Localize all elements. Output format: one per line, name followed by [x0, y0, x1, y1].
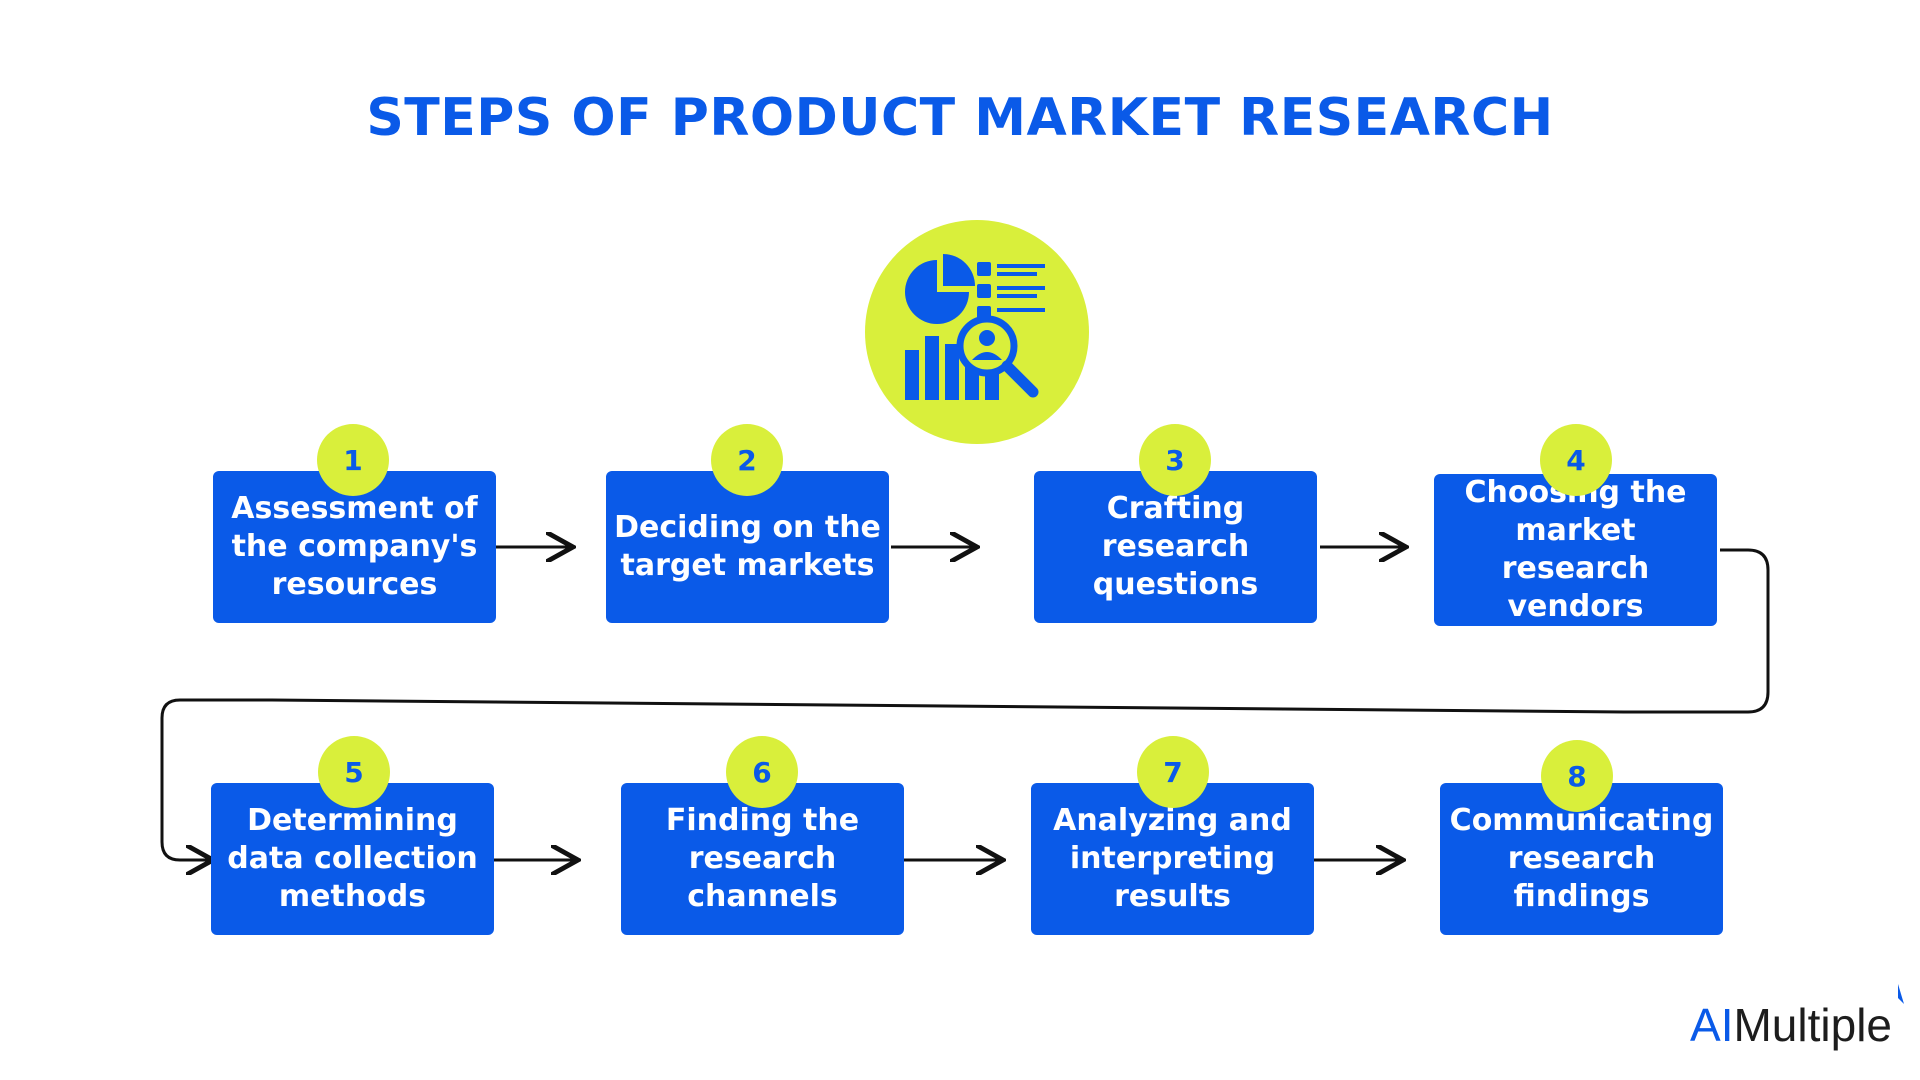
step-7-box: Analyzing and interpreting results [1031, 783, 1314, 935]
step-3-box: Crafting research questions [1034, 471, 1317, 623]
step-2-label: Deciding on the target markets [614, 510, 881, 583]
step-6-badge: 6 [726, 736, 798, 808]
step-5-badge: 5 [318, 736, 390, 808]
logo-suffix: Multiple [1733, 999, 1892, 1051]
step-2-badge: 2 [711, 424, 783, 496]
step-3-badge: 3 [1139, 424, 1211, 496]
step-5-box: Determining data collection methods [211, 783, 494, 935]
arrow-4-5 [160, 548, 1770, 860]
step-8-badge: 8 [1541, 740, 1613, 812]
step-6-label: Finding the research channels [665, 803, 860, 914]
step-4-badge: 4 [1540, 424, 1612, 496]
step-1-box: Assessment of the company's resources [213, 471, 496, 623]
step-4-label: Choosing the market research vendors [1464, 475, 1687, 624]
step-8-label: Communicating research findings [1449, 803, 1714, 914]
logo-accent-icon [1898, 984, 1904, 1004]
step-7-badge: 7 [1137, 736, 1209, 808]
page-title: STEPS OF PRODUCT MARKET RESEARCH [366, 88, 1554, 148]
step-1-badge: 1 [317, 424, 389, 496]
step-6-box: Finding the research channels [621, 783, 904, 935]
step-2-box: Deciding on the target markets [606, 471, 889, 623]
aimultiple-logo: AIMultiple [1690, 984, 1904, 1052]
market-research-analytics-icon [865, 220, 1089, 444]
step-1-label: Assessment of the company's resources [231, 491, 478, 602]
step-5-label: Determining data collection methods [227, 803, 478, 914]
step-3-label: Crafting research questions [1092, 491, 1259, 602]
logo-prefix: AI [1690, 999, 1734, 1051]
step-7-label: Analyzing and interpreting results [1053, 803, 1292, 914]
step-4-box: Choosing the market research vendors [1434, 474, 1717, 626]
